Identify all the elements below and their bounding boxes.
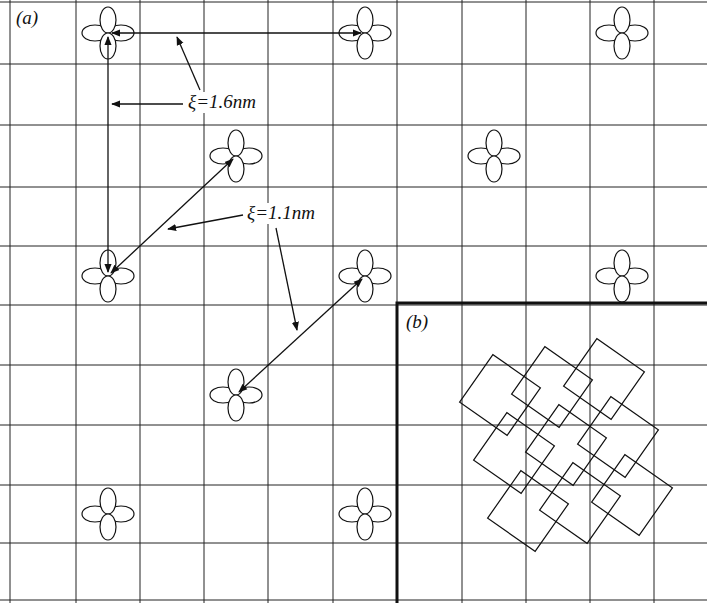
tilted-square (540, 463, 621, 544)
leader-line (276, 228, 297, 330)
grid-line (0, 2, 707, 3)
leader-line (112, 103, 183, 104)
orbital-symbol (596, 7, 648, 59)
grid-line (0, 305, 707, 306)
panel-label: (a) (14, 8, 40, 29)
orbital-symbol (468, 130, 520, 182)
grid-line (333, 0, 334, 603)
panel-label: (b) (404, 312, 430, 333)
tilted-square (488, 471, 569, 552)
grid-line (0, 187, 707, 188)
grid-line (0, 425, 707, 426)
orbital-symbol (339, 488, 391, 540)
grid-line (268, 0, 269, 603)
orbital-symbol (596, 250, 648, 302)
grid-line (0, 125, 707, 126)
grid-line (0, 600, 707, 601)
orbital-symbol (210, 130, 262, 182)
orbital-symbol (210, 369, 262, 421)
distance-arrow (239, 279, 362, 392)
grid-line (140, 0, 141, 603)
orbital-symbol (82, 488, 134, 540)
dimension-label: ξ=1.6nm (186, 92, 258, 113)
leader-line (177, 37, 200, 90)
orbital-symbol (339, 250, 391, 302)
grid-line (10, 0, 11, 603)
distance-arrow (107, 37, 108, 272)
grid-line (0, 485, 707, 486)
distance-arrow (112, 32, 361, 33)
grid-line (0, 246, 707, 247)
distance-arrow (111, 159, 233, 273)
inset-border (397, 303, 707, 603)
grid-line (0, 64, 707, 65)
grid-line (0, 543, 707, 544)
dimension-label: ξ=1.1nm (245, 203, 317, 224)
grid-line (0, 365, 707, 366)
grid-line (76, 0, 77, 603)
grid-line (204, 0, 205, 603)
tilted-square (592, 455, 673, 536)
leader-line (168, 215, 243, 229)
